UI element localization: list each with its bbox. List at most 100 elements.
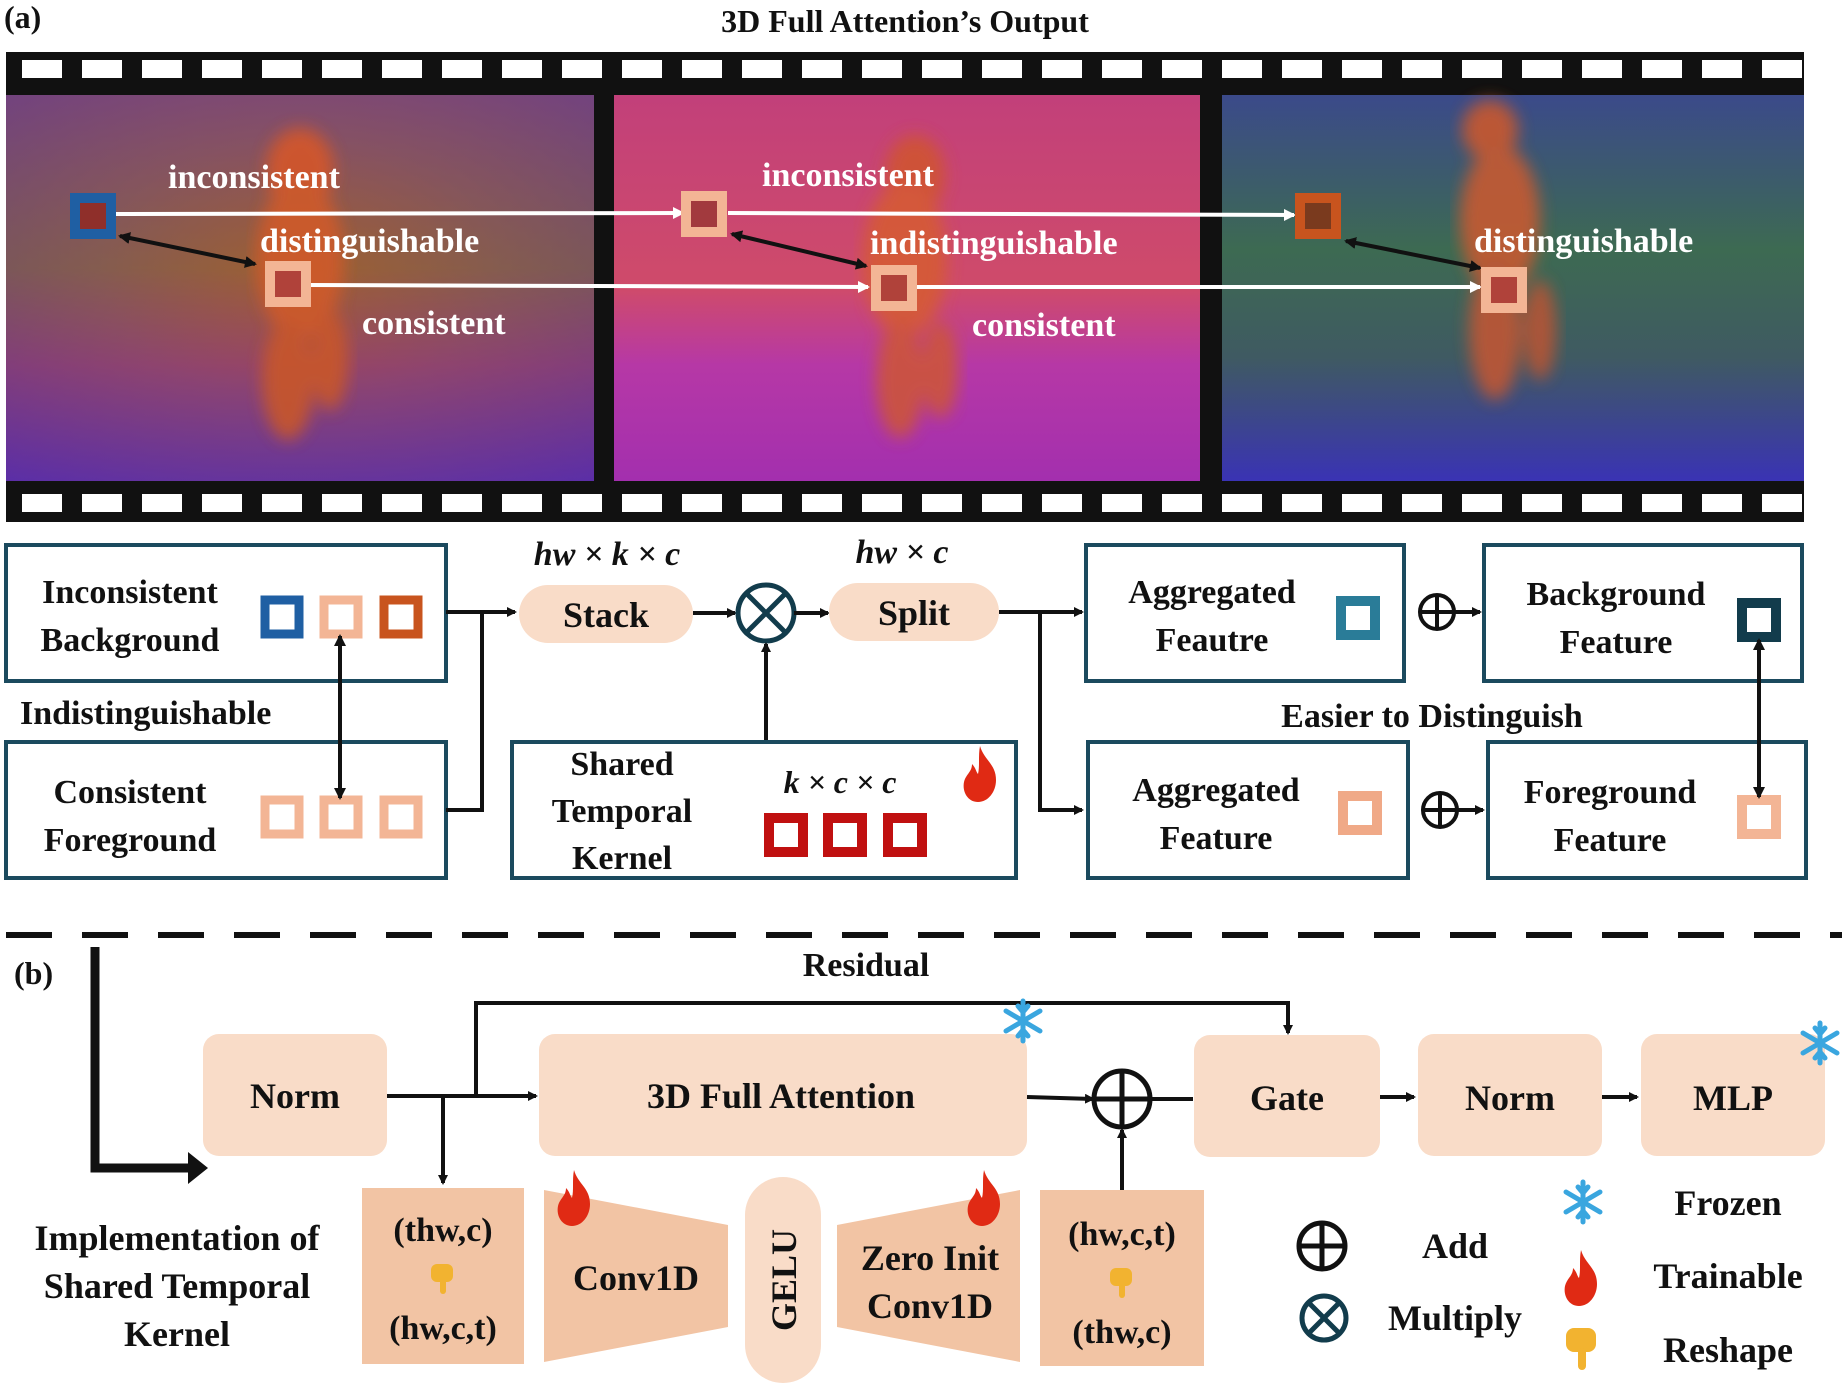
film-perforation (1402, 60, 1442, 78)
mlp-snowflake-icon (1800, 1020, 1840, 1066)
film-perforation (442, 494, 482, 512)
legend-hand-icon (1566, 1328, 1596, 1370)
film-perforation (802, 60, 842, 78)
norm-block-2 (1418, 1034, 1602, 1156)
film-perforation (262, 60, 302, 78)
film-perforation (982, 60, 1022, 78)
film-perforation (1162, 494, 1202, 512)
split-pill (829, 583, 999, 641)
film-perforation (82, 494, 122, 512)
film-perforation (142, 494, 182, 512)
foreground-feature-line1: Foreground (1524, 774, 1697, 811)
legend-snowflake-icon (1563, 1179, 1603, 1225)
conv1d-label: Conv1D (573, 1258, 699, 1298)
film-perforation (1102, 494, 1142, 512)
film-perforation (862, 494, 902, 512)
kernel-flame-icon (963, 746, 996, 802)
gelu-block (745, 1177, 821, 1383)
impl-line3: Kernel (124, 1314, 230, 1354)
indistinguishable-label: Indistinguishable (20, 695, 271, 732)
film-perforation (1222, 60, 1262, 78)
reshape-out-hand-icon (1110, 1268, 1132, 1298)
film-perforation (742, 494, 782, 512)
aggregated-bottom-line2: Feature (1160, 820, 1273, 857)
split-label: Split (878, 593, 950, 633)
film-perforation (1522, 494, 1562, 512)
reshape-out-bottom: (thw,c) (1072, 1314, 1171, 1351)
legend-trainable: Trainable (1653, 1256, 1802, 1296)
norm-block-1 (203, 1034, 387, 1156)
film-perforation (622, 494, 662, 512)
track-arrow-top-1 (111, 207, 685, 220)
panel-a-label: (a) (4, 0, 41, 35)
film-perforation (22, 60, 62, 78)
reshape-in-top: (thw,c) (393, 1212, 492, 1249)
film-perforation (862, 60, 902, 78)
film-perforation (562, 60, 602, 78)
panel-a-title: 3D Full Attention’s Output (721, 3, 1089, 39)
track-arrow-top-2 (727, 208, 1296, 221)
frame-2-indistinguishable: indistinguishable (870, 225, 1118, 262)
film-perforation (1462, 494, 1502, 512)
legend-reshape: Reshape (1663, 1330, 1793, 1370)
film-perforation (1042, 60, 1082, 78)
legend-flame-icon (1564, 1250, 1597, 1306)
compare-arrow-2 (730, 230, 868, 270)
aggregated-feature-bottom-box: Aggregated Feature (1086, 740, 1410, 880)
film-perforation (322, 494, 362, 512)
mlp-block (1641, 1034, 1825, 1156)
film-perforation (742, 60, 782, 78)
legend-frozen: Frozen (1674, 1183, 1781, 1223)
film-perforation (802, 494, 842, 512)
reshape-out-top: (hw,c,t) (1068, 1216, 1176, 1253)
film-perforation (1702, 60, 1742, 78)
legend-multiply: Multiply (1388, 1298, 1522, 1338)
background-feature-line1: Background (1527, 576, 1706, 613)
conv1d-block (544, 1190, 728, 1362)
frame-2-inconsistent: inconsistent (762, 157, 935, 194)
kernel-line3: Kernel (572, 840, 672, 877)
add-icon-bottom (1421, 791, 1459, 829)
zero-init-conv1d-block (837, 1190, 1020, 1362)
film-perforation (622, 60, 662, 78)
impl-line1: Implementation of (35, 1218, 321, 1258)
kernel-line2: Temporal (552, 793, 692, 830)
fg-patch-frame-1 (265, 261, 311, 307)
fg-patch-frame-2 (871, 265, 917, 311)
zero-init-flame-icon (967, 1170, 1000, 1226)
film-perforation (322, 60, 362, 78)
attention-snowflake-icon (1003, 998, 1043, 1044)
film-perforation (1462, 60, 1502, 78)
film-perforation (922, 494, 962, 512)
residual-label: Residual (803, 947, 930, 984)
compare-arrow-3 (1344, 237, 1482, 272)
kernel-line1: Shared (570, 746, 673, 783)
consistent-foreground-line2: Foreground (44, 822, 217, 859)
compare-arrow-1 (118, 232, 257, 268)
aggregated-bottom-line1: Aggregated (1132, 772, 1300, 809)
stack-label: Stack (563, 595, 649, 635)
film-perforation (562, 494, 602, 512)
film-perforation (202, 60, 242, 78)
film-perforation (502, 494, 542, 512)
film-perforation (502, 60, 542, 78)
film-perforation (682, 60, 722, 78)
frame-1-distinguishable: distinguishable (260, 223, 479, 260)
attention-block (539, 1034, 1027, 1156)
impl-line2: Shared Temporal (44, 1266, 310, 1306)
film-perforation (1102, 60, 1142, 78)
bg-patch-frame-1 (70, 193, 116, 239)
legend-multiply-icon (1299, 1293, 1349, 1343)
film-perforation (1582, 60, 1622, 78)
gate-block (1194, 1035, 1380, 1157)
film-perforation (1402, 494, 1442, 512)
film-perforation (982, 494, 1022, 512)
fg-to-stack-line (446, 612, 484, 812)
aggregated-feature-top-box: Aggregated Feautre (1084, 543, 1406, 683)
gelu-label: GELU (764, 1229, 804, 1331)
aggregated-top-line2: Feautre (1156, 622, 1269, 659)
film-perforation (1762, 60, 1802, 78)
film-perforation (442, 60, 482, 78)
legend-add: Add (1422, 1226, 1488, 1266)
